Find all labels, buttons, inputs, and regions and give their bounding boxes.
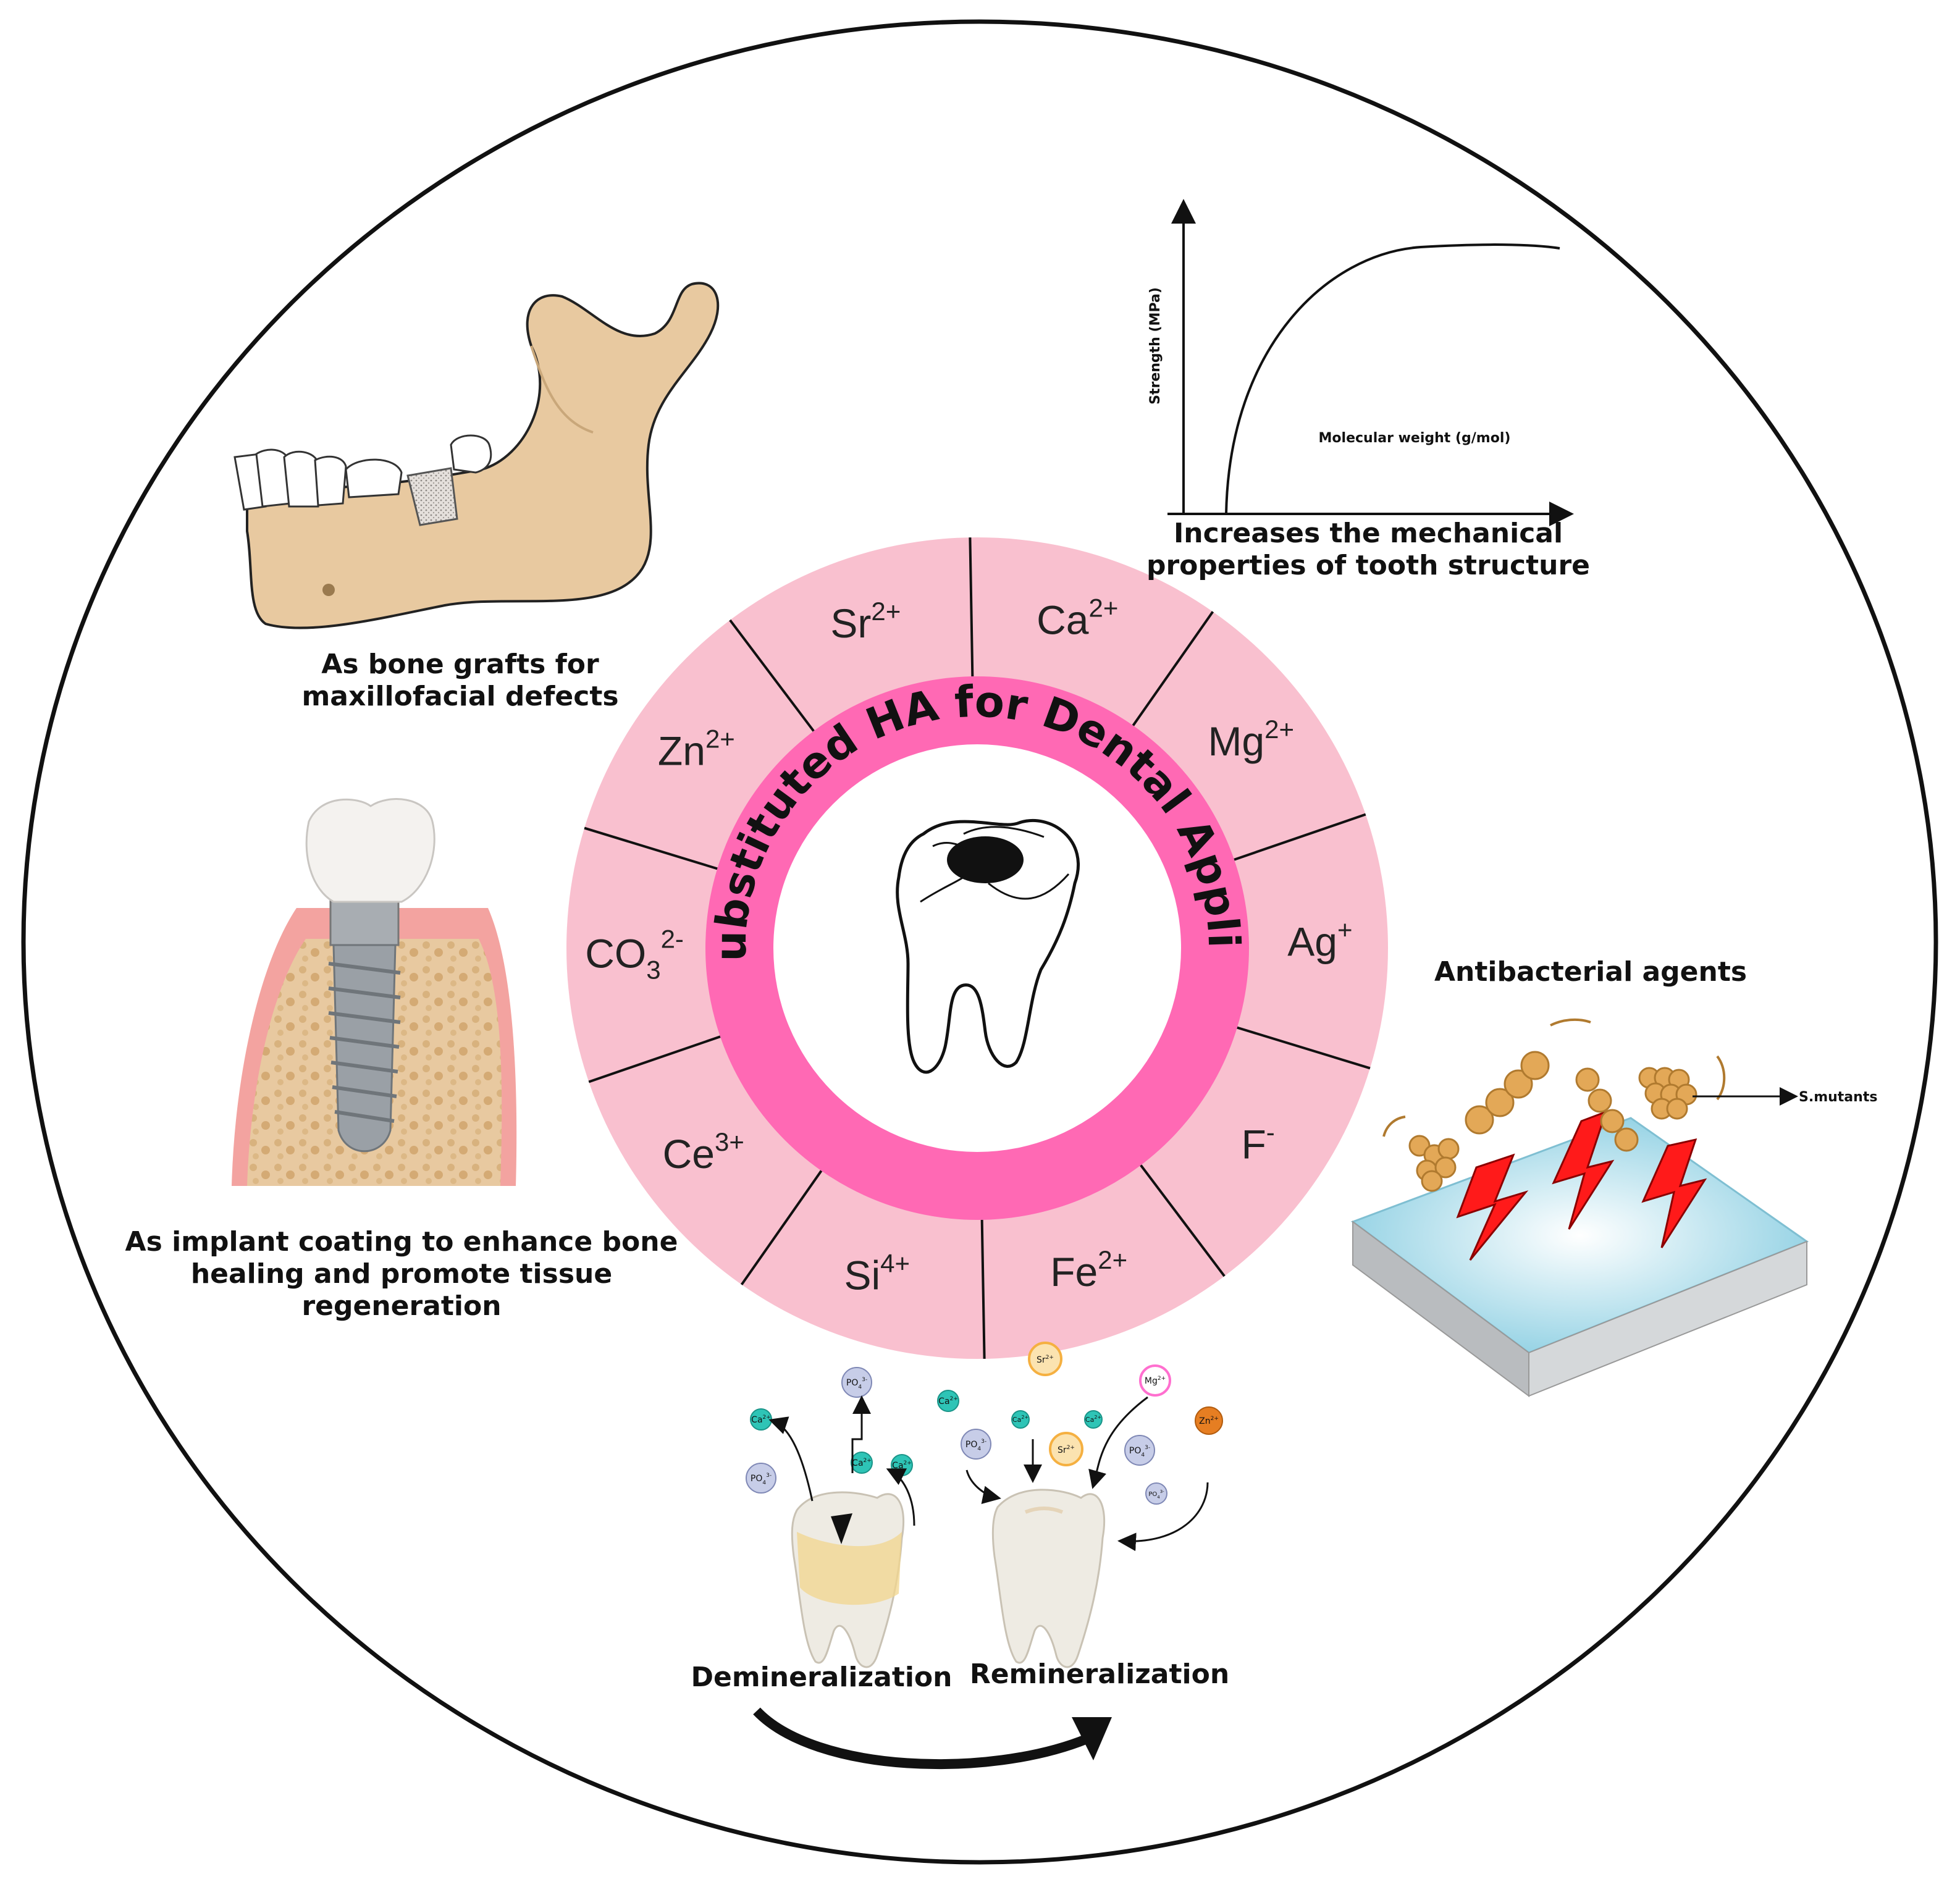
svg-text:Sr2+: Sr2+ bbox=[1037, 1355, 1054, 1365]
implant-crown bbox=[305, 798, 435, 903]
ca-ion: Ca2+ bbox=[937, 1390, 959, 1412]
implant-screw bbox=[328, 944, 401, 1153]
ion-label-si: Si4+ bbox=[844, 1249, 910, 1298]
caption-implant-3: regeneration bbox=[301, 1290, 501, 1322]
svg-text:Ca2+: Ca2+ bbox=[892, 1460, 912, 1471]
caption-bone-graft-1: As bone grafts for bbox=[321, 649, 599, 680]
po4-ion: PO43- bbox=[1145, 1482, 1167, 1505]
svg-text:Zn2+: Zn2+ bbox=[1199, 1416, 1219, 1426]
zn-ion: Zn2+ bbox=[1195, 1406, 1223, 1435]
outer-circle bbox=[21, 19, 1938, 1865]
implant-illustration bbox=[232, 798, 517, 1186]
ion-flow-arrows bbox=[768, 1395, 1209, 1552]
cycle-arrow bbox=[753, 1707, 1112, 1770]
strength-graph: Strength (MPa) Molecular weight (g/mol) bbox=[1148, 199, 1574, 526]
caption-demineralization: Demineralization bbox=[691, 1662, 953, 1693]
bone-graft-block bbox=[406, 467, 458, 526]
remineralization-tooth bbox=[991, 1489, 1106, 1668]
caption-mechanical-2: properties of tooth structure bbox=[1146, 550, 1590, 581]
smutants-label: S.mutants bbox=[1799, 1090, 1877, 1105]
mg-ion: Mg2+ bbox=[1139, 1364, 1171, 1397]
jaw-illustration bbox=[233, 282, 720, 629]
implant-abutment bbox=[329, 894, 400, 946]
ion-label-fe: Fe2+ bbox=[1050, 1245, 1127, 1295]
wheel-divider bbox=[740, 1170, 823, 1285]
caption-mechanical-1: Increases the mechanical bbox=[1174, 518, 1563, 549]
svg-text:PO43-: PO43- bbox=[846, 1377, 867, 1390]
svg-text:Ca2+: Ca2+ bbox=[1085, 1414, 1101, 1424]
graph-curve bbox=[1225, 243, 1560, 515]
wheel-divider bbox=[1132, 611, 1214, 726]
wheel-divider bbox=[1140, 1164, 1226, 1277]
svg-text:PO43-: PO43- bbox=[965, 1439, 986, 1452]
caption-bone-graft-2: maxillofacial defects bbox=[301, 681, 618, 712]
ion-label-zn: Zn2+ bbox=[658, 725, 735, 774]
svg-text:Ca2+: Ca2+ bbox=[1012, 1414, 1028, 1424]
wheel-divider bbox=[588, 1035, 721, 1083]
svg-text:Ca2+: Ca2+ bbox=[852, 1458, 872, 1468]
ion-label-mg: Mg2+ bbox=[1208, 715, 1294, 764]
po4-ion: PO43- bbox=[961, 1429, 991, 1460]
sr-ion: Sr2+ bbox=[1049, 1432, 1083, 1466]
caption-implant-1: As implant coating to enhance bone bbox=[125, 1226, 678, 1258]
teeth-row bbox=[233, 434, 492, 511]
caption-implant-2: healing and promote tissue bbox=[191, 1258, 612, 1290]
ca-ion: Ca2+ bbox=[1011, 1410, 1030, 1429]
svg-text:Ca2+: Ca2+ bbox=[751, 1414, 771, 1425]
wheel-divider bbox=[1234, 813, 1366, 861]
svg-text:Mg2+: Mg2+ bbox=[1145, 1376, 1166, 1386]
svg-text:Sr2+: Sr2+ bbox=[1058, 1445, 1075, 1455]
ion-wheel: Ca2+Mg2+Ag+F-Fe2+Si4+Ce3+CO32-Zn2+Sr2+ I… bbox=[0, 0, 1388, 1359]
ion-label-ce: Ce3+ bbox=[663, 1127, 744, 1177]
ion-label-f: F- bbox=[1241, 1117, 1274, 1167]
caption-remineralization: Remineralization bbox=[970, 1658, 1229, 1690]
sr-ion: Sr2+ bbox=[1028, 1342, 1062, 1376]
ion-label-ca: Ca2+ bbox=[1037, 593, 1118, 642]
tooth-cavity-icon bbox=[896, 818, 1080, 1074]
wheel-divider bbox=[980, 1219, 986, 1359]
wheel-divider bbox=[729, 619, 815, 732]
demineralization-tooth bbox=[791, 1491, 905, 1668]
ca-ion: Ca2+ bbox=[851, 1452, 873, 1474]
svg-text:PO43-: PO43- bbox=[1129, 1445, 1150, 1458]
svg-text:Ca2+: Ca2+ bbox=[938, 1396, 958, 1406]
caption-antibacterial: Antibacterial agents bbox=[1434, 956, 1747, 988]
po4-ion: PO43- bbox=[1124, 1435, 1155, 1466]
graph-xlabel: Molecular weight (g/mol) bbox=[1319, 431, 1511, 446]
svg-text:PO43-: PO43- bbox=[1148, 1489, 1164, 1500]
ion-label-co: CO32- bbox=[585, 925, 684, 985]
bacteria-cluster bbox=[1408, 1051, 1697, 1192]
graph-ylabel: Strength (MPa) bbox=[1148, 287, 1163, 405]
po4-ion: PO43- bbox=[746, 1463, 776, 1494]
ca-ion: Ca2+ bbox=[750, 1408, 772, 1431]
svg-text:PO43-: PO43- bbox=[751, 1473, 772, 1486]
po4-ion: PO43- bbox=[841, 1367, 872, 1398]
wheel-divider bbox=[584, 826, 718, 870]
antibacterial-illustration: S.mutants bbox=[1350, 1018, 1877, 1397]
ion-particles: Ca2+ Ca2+ Ca2+ Ca2+ Ca2+ Ca2+ PO43- PO43… bbox=[746, 1342, 1223, 1505]
wheel-spokes bbox=[584, 537, 1371, 1359]
ca-ion: Ca2+ bbox=[1084, 1410, 1103, 1429]
ion-label-sr: Sr2+ bbox=[830, 597, 901, 646]
wheel-divider bbox=[1237, 1026, 1371, 1070]
wheel-divider bbox=[969, 537, 974, 677]
ion-labels: Ca2+ Mg2+ Ag+ F- Fe2+ Si4+ Ce3+ CO32- Zn2+ Sr2+ bbox=[585, 593, 1352, 1298]
ion-label-ag: Ag+ bbox=[1287, 915, 1352, 964]
